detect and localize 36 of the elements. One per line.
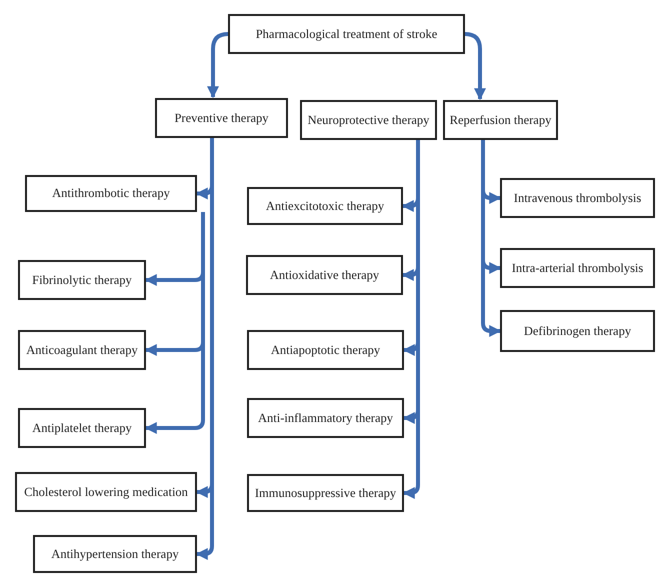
- box-label: Anti-inflammatory therapy: [258, 410, 394, 426]
- process-box: [443, 100, 558, 140]
- process-box: [228, 14, 465, 54]
- process-box: [155, 98, 288, 138]
- process-box: [247, 187, 403, 225]
- process-box: [15, 472, 197, 512]
- box-label: Fibrinolytic therapy: [32, 272, 132, 288]
- process-box: [25, 175, 197, 212]
- process-box: [18, 408, 146, 448]
- process-box: [18, 330, 146, 370]
- box-label: Antihypertension therapy: [51, 546, 179, 562]
- box-label: Pharmacological treatment of stroke: [256, 26, 438, 42]
- box-label: Cholesterol lowering medication: [24, 484, 188, 500]
- box-label: Defibrinogen therapy: [524, 324, 632, 338]
- box-label: Antithrombotic therapy: [52, 186, 170, 201]
- box-label: Preventive therapy: [174, 110, 269, 126]
- box-label: Reperfusion therapy: [450, 112, 552, 128]
- process-box: [500, 248, 655, 288]
- box-label: Antioxidative therapy: [270, 268, 380, 282]
- process-box: [247, 398, 404, 438]
- process-box: [246, 255, 403, 295]
- process-box: [18, 260, 146, 300]
- process-box: [500, 178, 655, 218]
- box-label: Immunosuppressive therapy: [254, 486, 396, 500]
- process-box: [33, 535, 197, 573]
- box-label: Antiplatelet therapy: [32, 420, 132, 436]
- process-box: [300, 100, 437, 140]
- process-box: [500, 310, 655, 352]
- box-label: Antiexcitotoxic therapy: [266, 198, 384, 214]
- box-label: Intravenous thrombolysis: [514, 190, 642, 206]
- box-label: Neuroprotective therapy: [308, 112, 430, 128]
- box-label: Anticoagulant therapy: [26, 342, 138, 358]
- process-box: [247, 474, 404, 512]
- process-box: [247, 330, 404, 370]
- box-label: Antiapoptotic therapy: [270, 342, 380, 358]
- box-label: Intra-arterial thrombolysis: [512, 260, 644, 276]
